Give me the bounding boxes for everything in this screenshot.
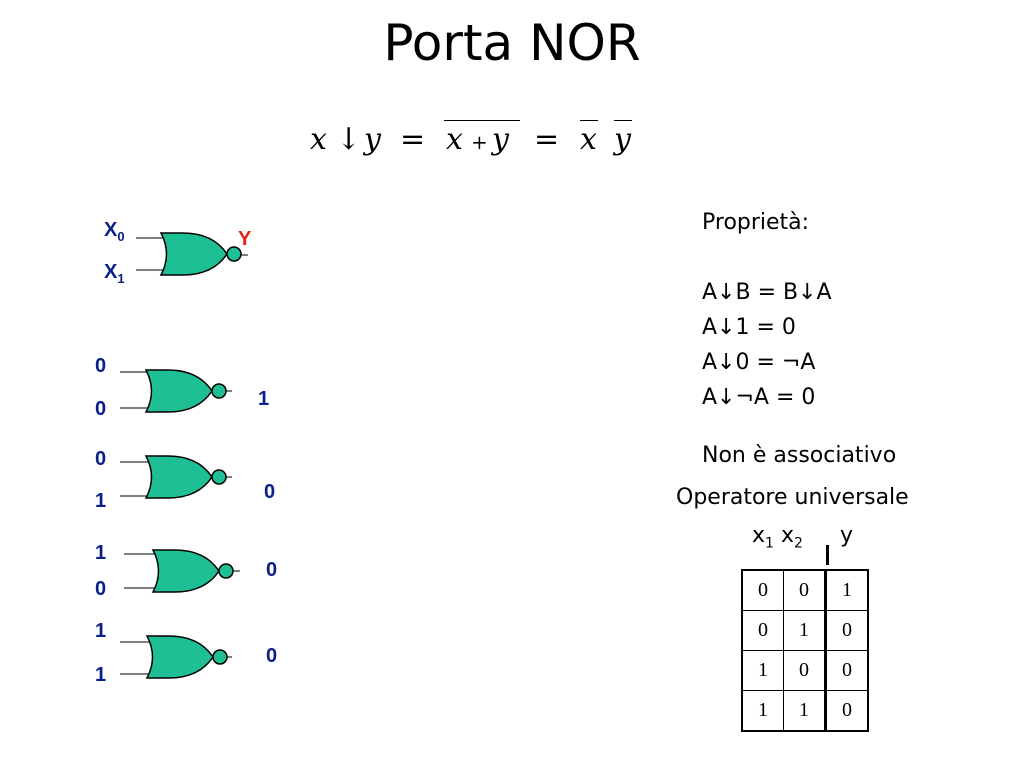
truth-table-header: x1 x2 y [752,523,853,552]
property-commutative: A↓B = B↓A [702,280,832,305]
gate-2-input-b: 1 [95,490,106,512]
formula-x2: x [446,122,463,157]
header-x2: x2 [780,523,803,552]
table-cell: 0 [783,650,826,691]
gate-3-input-b: 0 [95,578,106,600]
formula-y3: y [614,122,631,157]
table-cell: 1 [741,690,784,732]
universal-operator-note: Operatore universale [676,485,909,510]
table-cell: 1 [824,569,869,611]
gate-4-input-b: 1 [95,664,106,686]
property-with-one: A↓1 = 0 [702,315,796,340]
gate-1-input-a: 0 [95,355,106,377]
main-nor-gate [136,232,248,276]
properties-heading: Proprietà: [702,210,810,235]
formula-y2: y [492,122,509,157]
gate-3-input-a: 1 [95,542,106,564]
non-associative-note: Non è associativo [702,443,897,468]
gate-4-input-a: 1 [95,620,106,642]
formula-equals-1: = [400,122,426,157]
truth-table: 0 0 1 0 1 0 1 0 0 1 1 0 [741,569,869,732]
table-cell: 1 [783,610,826,651]
main-input-x0-label: X0 [104,219,125,244]
table-cell: 0 [824,610,869,651]
formula-plus: + [471,130,488,154]
properties-list: Proprietà: A↓B = B↓A A↓1 = 0 A↓0 = ¬A A↓… [702,205,832,415]
slide-title: Porta NOR [383,14,641,72]
nor-gate-10 [124,549,240,593]
table-row: 0 1 0 [741,610,869,651]
overbar-sum [444,120,520,121]
nor-arrow: ↓ [336,122,362,157]
gate-4-output: 0 [266,645,277,667]
formula-x3: x [580,122,597,157]
table-row: 0 0 1 [741,569,869,611]
gate-2-input-a: 0 [95,448,106,470]
header-y: y [840,523,854,548]
property-with-zero: A↓0 = ¬A [702,350,816,375]
table-cell: 0 [741,610,784,651]
formula-equals-2: = [534,122,560,157]
table-cell: 1 [783,690,826,732]
overbar-y [614,120,632,121]
table-cell: 0 [824,650,869,691]
header-divider [826,545,829,565]
nor-gate-00 [120,369,232,413]
table-cell: 0 [741,569,784,611]
formula-y: y [364,122,381,157]
table-cell: 0 [824,690,869,732]
property-with-complement: A↓¬A = 0 [702,385,816,410]
gate-2-output: 0 [264,481,275,503]
header-x1: x1 [752,523,774,552]
table-row: 1 0 0 [741,650,869,691]
gate-1-output: 1 [258,388,269,410]
gate-3-output: 0 [266,559,277,581]
nor-gate-01 [120,455,232,499]
formula-x: x [310,122,327,157]
gate-1-input-b: 0 [95,398,106,420]
main-output-y-label: Y [238,228,252,250]
table-cell: 0 [783,569,826,611]
overbar-x [580,120,598,121]
nor-gate-11 [120,635,232,679]
nor-formula: x ↓ y = x + y = x y [300,112,700,172]
main-input-x1-label: X1 [104,261,125,286]
table-cell: 1 [741,650,784,691]
table-row: 1 1 0 [741,690,869,732]
